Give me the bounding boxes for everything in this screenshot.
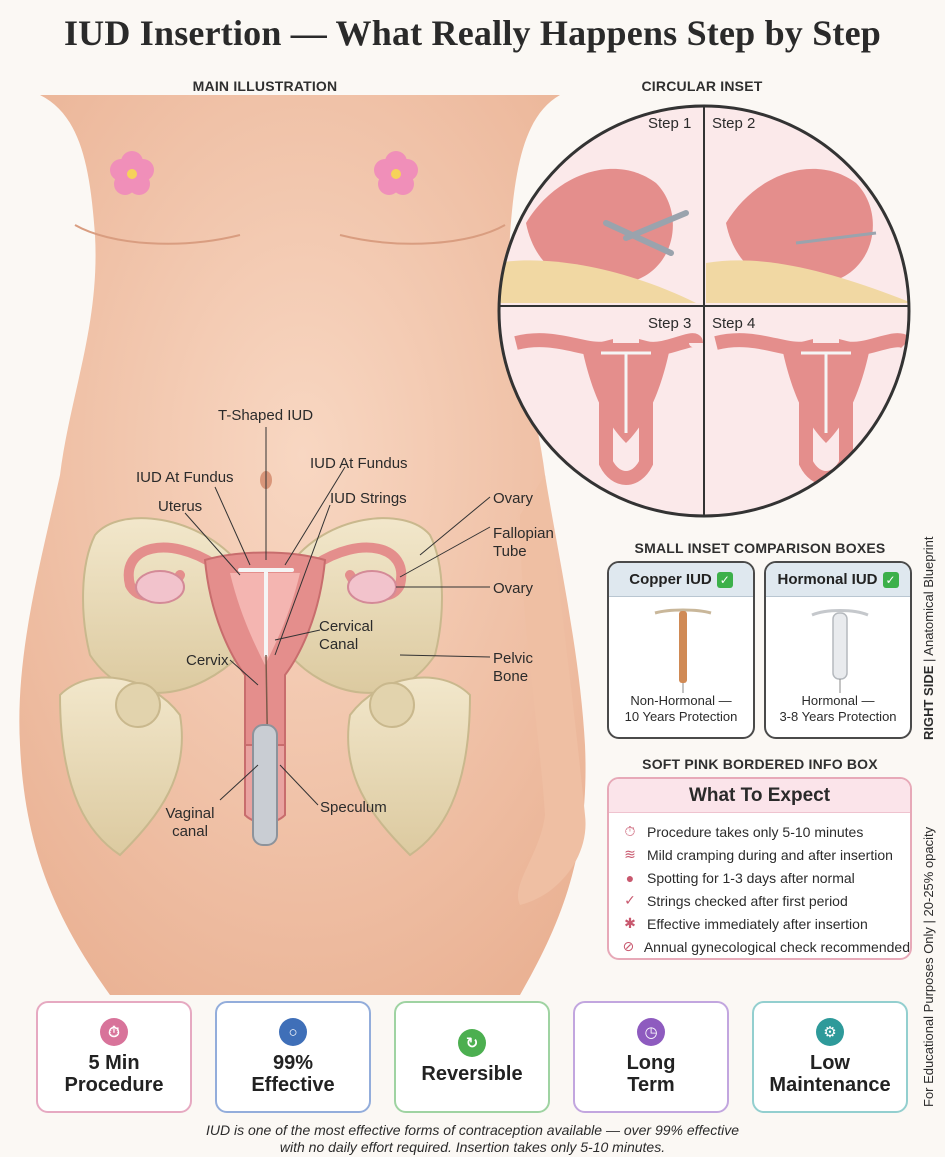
- list-item: ≋Mild cramping during and after insertio…: [621, 843, 910, 866]
- label-cervical-canal: Cervical Canal: [319, 618, 374, 653]
- side-label-education: For Educational Purposes Only | 20-25% o…: [921, 826, 936, 1107]
- inset-illustration: [497, 104, 911, 518]
- label-uterus: Uterus: [158, 498, 203, 515]
- feature-card-effective: ○ 99%Effective: [215, 1001, 371, 1113]
- reverse-icon: ↻: [458, 1029, 486, 1057]
- check-icon: ✓: [882, 571, 899, 588]
- hormonal-iud-image: [766, 597, 910, 693]
- hormonal-iud-type: Hormonal —: [801, 693, 875, 708]
- copper-iud-title: Copper IUD: [629, 571, 712, 588]
- side-label-blueprint: RIGHT SIDE | Anatomical Blueprint: [921, 536, 936, 740]
- label-iud-strings: IUD Strings: [330, 490, 407, 507]
- ring-icon: ○: [279, 1018, 307, 1046]
- label-ovary-top: Ovary: [493, 490, 534, 507]
- info-box-label: SOFT PINK BORDERED INFO BOX: [642, 756, 878, 772]
- hormonal-iud-title: Hormonal IUD: [777, 571, 878, 588]
- copper-iud-type: Non-Hormonal —: [630, 693, 732, 708]
- label-speculum: Speculum: [320, 799, 387, 816]
- page-title: IUD Insertion — What Really Happens Step…: [63, 13, 882, 53]
- timer-icon: ⏱: [100, 1018, 128, 1046]
- check-icon: ✓: [624, 892, 636, 908]
- copper-iud-box: Copper IUD ✓ Non-Hormonal — 10 Years Pro…: [607, 561, 755, 739]
- drop-icon: ●: [625, 869, 635, 886]
- list-item: ⏱Procedure takes only 5-10 minutes: [621, 820, 910, 843]
- hormonal-iud-duration: 3-8 Years Protection: [779, 709, 897, 724]
- label-t-shaped-iud: T-Shaped IUD: [218, 407, 314, 424]
- timer-icon: ⏱: [624, 823, 636, 839]
- label-vaginal-canal: Vaginal canal: [165, 805, 215, 840]
- list-item: ✓Strings checked after first period: [621, 889, 910, 912]
- list-item: ●Spotting for 1-3 days after normal: [621, 866, 910, 889]
- label-pelvic-bone: Pelvic Bone: [493, 650, 534, 685]
- copper-iud-duration: 10 Years Protection: [624, 709, 738, 724]
- inset-step-2: Step 2: [712, 115, 756, 132]
- footer-note: IUD is one of the most effective forms o…: [205, 1122, 740, 1155]
- copper-iud-image: [609, 597, 753, 693]
- clock-icon: ◷: [637, 1018, 665, 1046]
- feature-card-reversible: ↻ Reversible: [394, 1001, 550, 1113]
- hormonal-iud-box: Hormonal IUD ✓ Hormonal — 3-8 Years Prot…: [764, 561, 912, 739]
- main-illustration-label: MAIN ILLUSTRATION: [192, 78, 338, 94]
- info-box-title: What To Expect: [609, 779, 910, 813]
- label-fallopian-tube: Fallopian Tube: [493, 525, 554, 560]
- label-ovary-mid: Ovary: [493, 580, 534, 597]
- check-icon: ✓: [716, 571, 733, 588]
- label-iud-at-fundus-left: IUD At Fundus: [136, 469, 234, 486]
- anatomy-illustration: [19, 95, 586, 995]
- gear-icon: ⚙: [816, 1018, 844, 1046]
- label-cervix: Cervix: [186, 652, 229, 669]
- flower-icon: [110, 151, 154, 195]
- sparkle-icon: ✱: [624, 915, 636, 931]
- check-circle-icon: ⊘: [622, 938, 635, 954]
- list-item: ⊘Annual gynecological check recommended: [622, 938, 910, 955]
- expect-list: ⏱Procedure takes only 5-10 minutes ≋Mild…: [609, 813, 910, 958]
- inset-step-3: Step 3: [648, 315, 692, 332]
- list-item: ✱Effective immediately after insertion: [621, 912, 910, 935]
- flower-icon: [374, 151, 418, 195]
- what-to-expect-box: What To Expect ⏱Procedure takes only 5-1…: [607, 777, 912, 960]
- circular-inset: Step 1 Step 2 Step 3 Step 4: [496, 103, 912, 519]
- inset-step-1: Step 1: [648, 115, 692, 132]
- cramp-icon: ≋: [624, 846, 636, 862]
- inset-step-4: Step 4: [712, 315, 756, 332]
- comparison-label: SMALL INSET COMPARISON BOXES: [634, 540, 886, 556]
- label-iud-at-fundus-right: IUD At Fundus: [310, 455, 408, 472]
- circular-inset-label: CIRCULAR INSET: [641, 78, 763, 94]
